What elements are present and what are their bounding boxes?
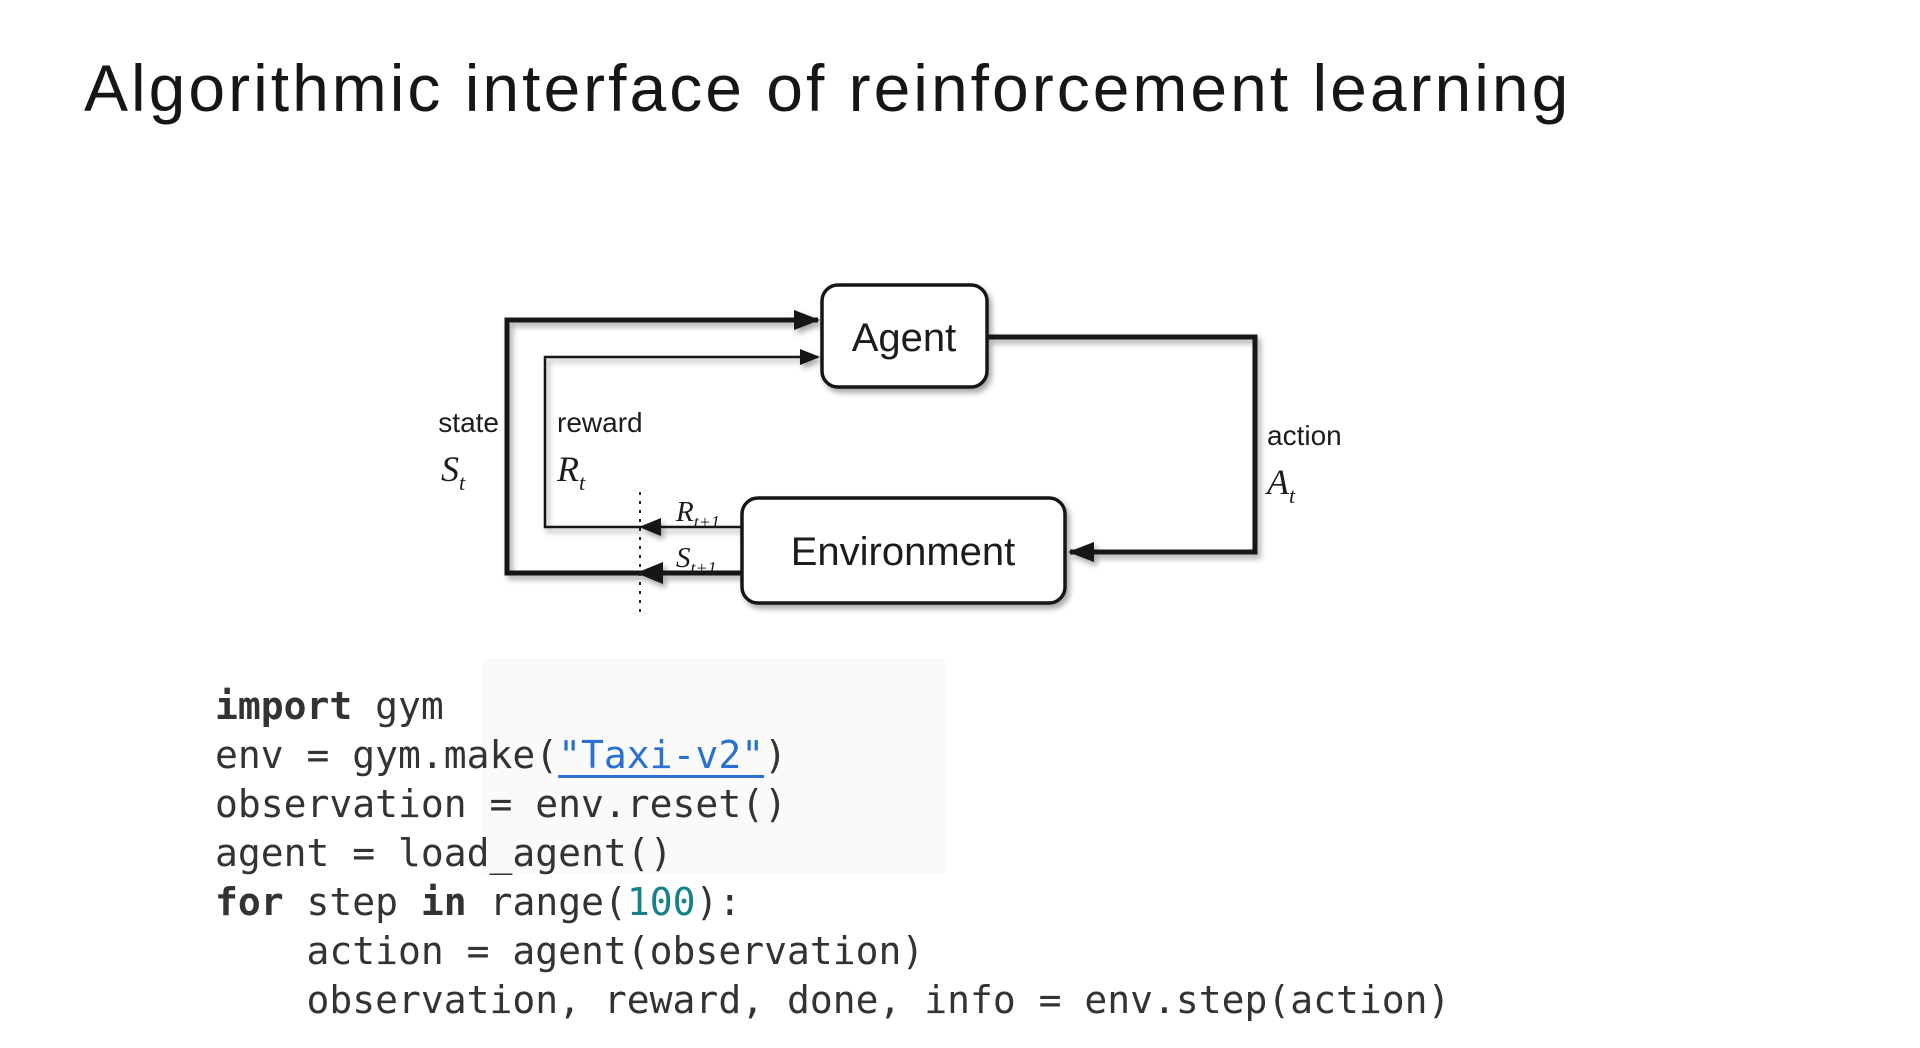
agent-box (820, 283, 989, 389)
code-token: in (420, 880, 467, 924)
code-line: observation, reward, done, info = env.st… (215, 976, 1451, 1025)
code-screenshot-artifact (483, 658, 945, 874)
reward-label: reward (557, 407, 643, 438)
agent-label: Agent (852, 316, 957, 360)
code-line: env = gym.make("Taxi-v2") (215, 731, 1450, 780)
action-arrow (987, 334, 1258, 562)
action-label: action (1267, 420, 1342, 451)
code-line: for step in range(100): (215, 878, 1450, 927)
state-label: state (438, 407, 499, 438)
code-token: for (215, 880, 284, 924)
state-symbol: St (441, 449, 466, 495)
code-token: range( (466, 880, 627, 924)
page-title: Algorithmic interface of reinforcement l… (84, 51, 1572, 125)
code-token: action = agent(observation) (215, 929, 925, 973)
code-token: observation = env.reset() (215, 782, 787, 826)
code-token: 100 (626, 880, 696, 924)
code-token: ): (695, 880, 742, 924)
environment-box (740, 496, 1067, 605)
next-reward-arrowhead (639, 518, 661, 536)
code-token: agent = load_agent() (215, 831, 673, 875)
code-token: import (215, 684, 353, 728)
next-state-arrowhead (636, 562, 663, 584)
code-token: step (283, 880, 421, 924)
code-line: agent = load_agent() (215, 829, 1450, 878)
taxi-v2-link[interactable]: "Taxi-v2" (558, 733, 765, 777)
action-symbol: At (1265, 462, 1296, 508)
code-line: action = agent(observation) (215, 927, 1450, 976)
code-token: env = gym.make( (215, 733, 559, 777)
code-token: gym (352, 684, 444, 728)
code-token: observation, reward, done, info = env.st… (215, 978, 1451, 1022)
state-loop-arrow (504, 310, 820, 576)
reward-symbol: Rt (556, 449, 586, 495)
code-line: import gym (215, 682, 1450, 731)
environment-label: Environment (791, 530, 1016, 574)
rl-loop-diagram: Agent Environment state St reward Rt act… (438, 283, 1342, 612)
code-token: ) (764, 733, 787, 777)
next-state-symbol: St+1 (676, 542, 717, 578)
next-reward-symbol: Rt+1 (675, 496, 720, 532)
code-line: observation = env.reset() (215, 780, 1450, 829)
